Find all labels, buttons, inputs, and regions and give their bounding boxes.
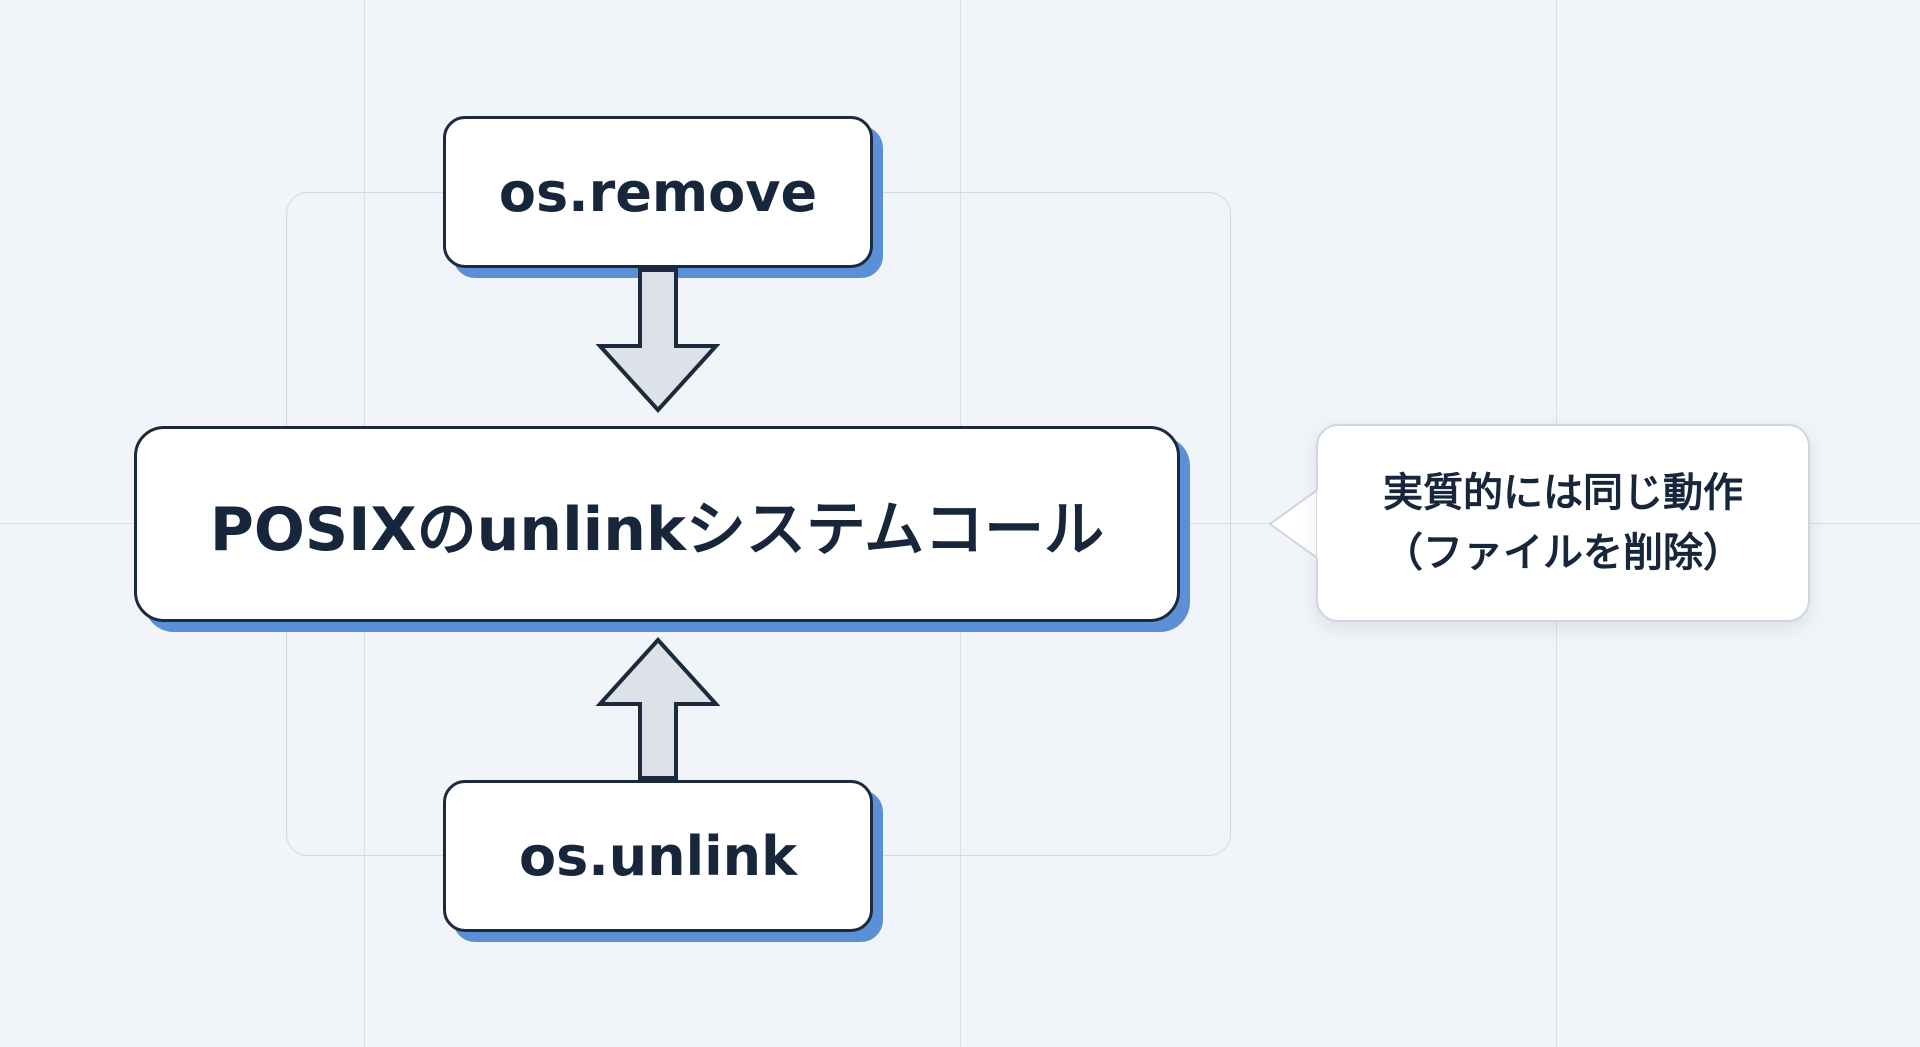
callout-line-1: 実質的には同じ動作: [1383, 470, 1743, 516]
posix-unlink-syscall-label: POSIXのunlinkシステムコール: [209, 494, 1105, 565]
arrow-down-icon: [595, 268, 721, 413]
os-remove-node: os.remove: [443, 116, 873, 268]
callout-seam: [1317, 490, 1323, 558]
os-unlink-node: os.unlink: [443, 780, 873, 932]
callout-pointer: [1269, 487, 1321, 561]
os-unlink-label: os.unlink: [518, 824, 797, 888]
callout-line-2: （ファイルを削除）: [1383, 530, 1743, 576]
posix-unlink-syscall-node: POSIXのunlinkシステムコール: [134, 426, 1180, 622]
callout-note: 実質的には同じ動作 （ファイルを削除）: [1316, 424, 1810, 622]
os-remove-label: os.remove: [498, 160, 818, 224]
arrow-up-icon: [595, 637, 721, 780]
